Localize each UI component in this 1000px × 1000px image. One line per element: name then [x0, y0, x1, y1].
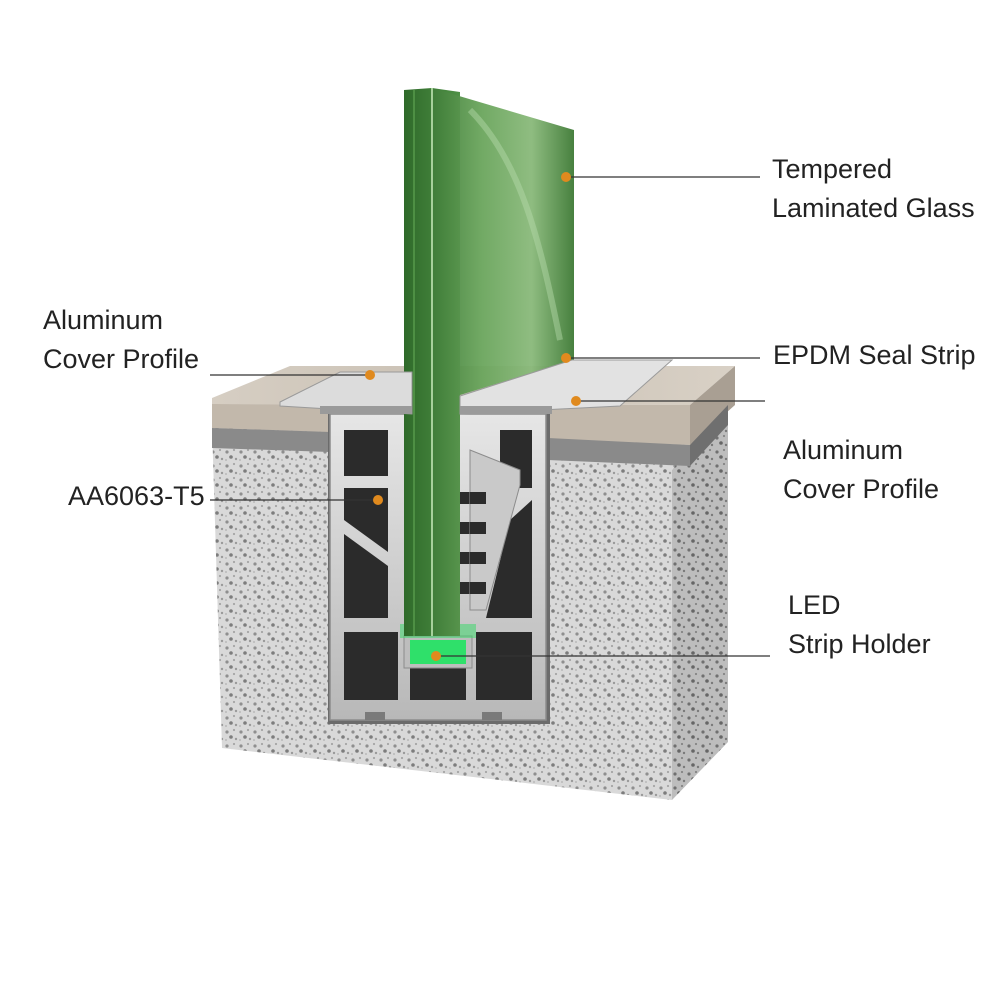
glass-reflection	[467, 107, 563, 341]
label-line: Strip Holder	[788, 629, 931, 659]
profile-cell	[344, 430, 388, 476]
profile-cell	[486, 500, 532, 618]
label-aluminum-cover-profile-right: Aluminum Cover Profile	[783, 431, 939, 509]
cover-left-plate	[279, 371, 413, 415]
glass-panel	[404, 88, 574, 636]
glass-face	[432, 88, 574, 636]
label-aa6063-t5: AA6063-T5	[68, 477, 205, 516]
label-line: AA6063-T5	[68, 481, 205, 511]
profile-foot	[482, 712, 502, 720]
stone-slab-side	[690, 366, 735, 445]
profile-cell	[344, 534, 388, 618]
mortar-band	[212, 428, 330, 452]
label-line: Cover Profile	[783, 474, 940, 504]
profile-cell	[476, 632, 532, 700]
label-aluminum-cover-profile-left: Aluminum Cover Profile	[43, 301, 199, 379]
label-line: Laminated Glass	[772, 193, 975, 223]
marker-alloy	[373, 495, 383, 505]
label-line: Tempered	[772, 154, 893, 184]
label-line: Aluminum	[43, 305, 164, 335]
label-line: Aluminum	[783, 435, 904, 465]
marker-cover-left	[365, 370, 375, 380]
label-epdm-seal-strip: EPDM Seal Strip	[773, 336, 976, 375]
profile-foot	[365, 712, 385, 720]
concrete-side	[672, 405, 728, 800]
label-led-strip-holder: LED Strip Holder	[788, 586, 931, 664]
cover-lip	[320, 406, 412, 414]
marker-seal	[561, 353, 571, 363]
marker-cover-right	[571, 396, 581, 406]
marker-glass	[561, 172, 571, 182]
label-line: Cover Profile	[43, 344, 200, 374]
callout-markers	[365, 172, 581, 661]
label-line: EPDM Seal Strip	[773, 340, 976, 370]
mortar-band-side	[690, 405, 728, 466]
cover-lip	[460, 406, 552, 414]
profile-cell	[410, 668, 466, 700]
label-line: LED	[788, 590, 841, 620]
marker-led	[431, 651, 441, 661]
mortar-band-right	[548, 438, 690, 466]
profile-cell	[344, 632, 398, 700]
label-tempered-laminated-glass: Tempered Laminated Glass	[772, 150, 975, 228]
leader-lines	[210, 176, 770, 657]
